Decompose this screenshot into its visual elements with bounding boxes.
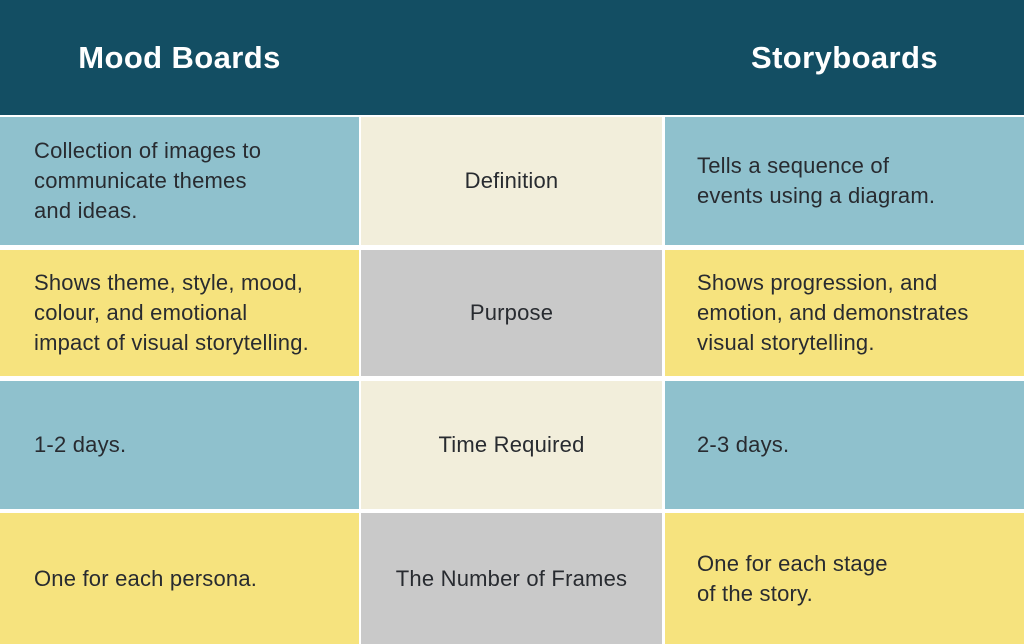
storyboard-frames-cell: One for each stage of the story. <box>665 513 1024 644</box>
mood-frames-cell: One for each persona. <box>0 513 359 644</box>
table-header: Mood Boards Storyboards <box>0 0 1024 115</box>
storyboard-time-cell: 2-3 days. <box>665 381 1024 509</box>
storyboard-definition-cell: Tells a sequence of events using a diagr… <box>665 117 1024 245</box>
number-of-frames-row-label: The Number of Frames <box>361 513 662 644</box>
storyboard-purpose-cell: Shows progression, and emotion, and demo… <box>665 250 1024 376</box>
table-row-time-required: 1-2 days. Time Required 2-3 days. <box>0 381 1024 509</box>
definition-row-label: Definition <box>361 117 662 245</box>
mood-time-cell: 1-2 days. <box>0 381 359 509</box>
table-row-purpose: Shows theme, style, mood, colour, and em… <box>0 250 1024 376</box>
table-row-number-of-frames: One for each persona. The Number of Fram… <box>0 513 1024 644</box>
storyboards-title: Storyboards <box>751 39 938 75</box>
table-row-definition: Collection of images to communicate them… <box>0 117 1024 245</box>
purpose-row-label: Purpose <box>361 250 662 376</box>
mood-purpose-cell: Shows theme, style, mood, colour, and em… <box>0 250 359 376</box>
time-required-row-label: Time Required <box>361 381 662 509</box>
mood-definition-cell: Collection of images to communicate them… <box>0 117 359 245</box>
mood-boards-title: Mood Boards <box>78 39 281 75</box>
